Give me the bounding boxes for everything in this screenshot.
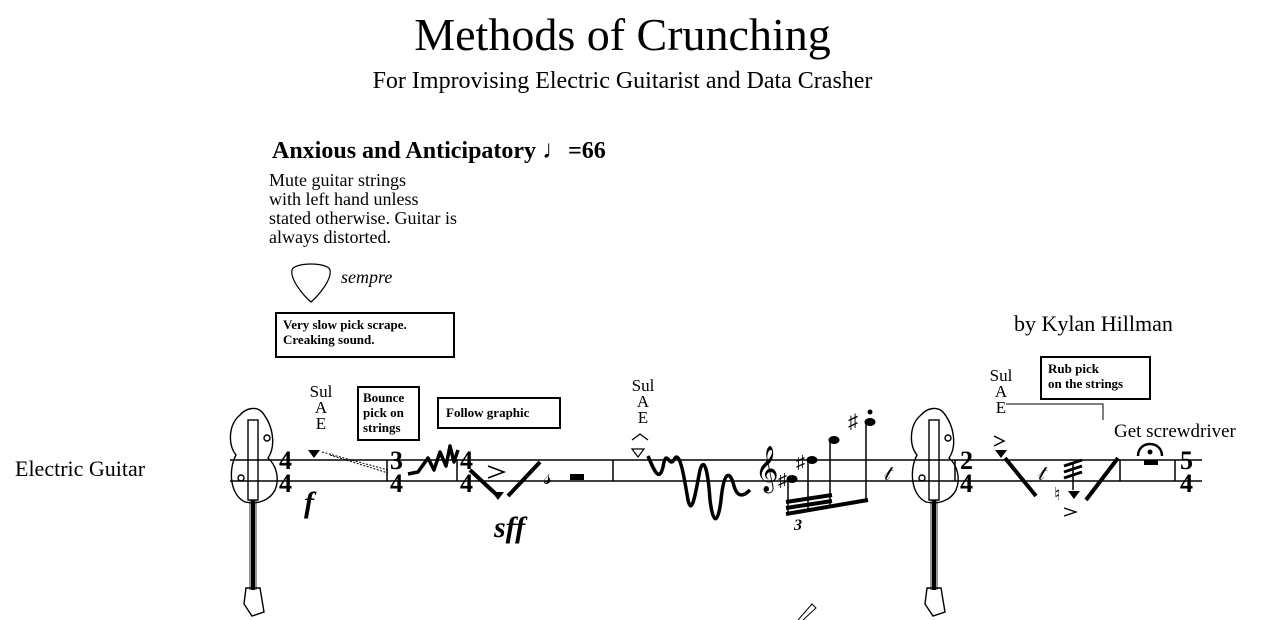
tempo-value: =66: [568, 138, 606, 164]
time-sig-denominator: 4: [1180, 469, 1193, 498]
slash-stroke: [1084, 456, 1120, 502]
natural-sign: ♮: [1054, 484, 1060, 505]
treble-clef-icon: 𝄞: [755, 446, 779, 494]
fermata-dot: [1147, 449, 1153, 455]
svg-text:♯: ♯: [778, 470, 787, 490]
svg-text:♯: ♯: [796, 452, 805, 472]
sul-word: Sul: [309, 382, 333, 401]
notes-line: with left hand unless: [269, 189, 419, 209]
accent-mark: [487, 465, 507, 479]
follow-graphic-box: Follow graphic: [437, 397, 561, 429]
time-sig-denominator: 4: [960, 469, 973, 498]
box-line: Follow graphic: [446, 405, 530, 420]
bracket-line: [1006, 403, 1104, 420]
screwdriver-instruction: Get screwdriver: [1114, 421, 1236, 442]
time-sig-numerator: 3: [390, 446, 403, 475]
eighth-rest-icon: 𝓉: [884, 461, 894, 485]
half-rest-icon: [570, 474, 584, 480]
slash-stroke: [506, 460, 542, 498]
sul-e: E: [637, 408, 649, 427]
sul-a: A: [636, 392, 650, 411]
composer-credit: by Kylan Hillman: [1014, 311, 1173, 336]
bounce-zigzag-graphic: [407, 444, 460, 476]
sixteenth-notes: ♯ ♯ ♯: [778, 409, 876, 516]
svg-text:♯: ♯: [848, 411, 858, 433]
time-sig-denominator: 4: [460, 469, 473, 498]
time-sig-denominator: 4: [279, 469, 292, 498]
performance-notes: Mute guitar strings with left hand unles…: [269, 171, 519, 247]
fermata-icon: [1136, 442, 1164, 457]
triangle-notehead: [492, 492, 504, 500]
time-sig-denominator: 4: [390, 469, 403, 498]
score-subtitle: For Improvising Electric Guitarist and D…: [372, 68, 873, 94]
slash-stroke: [468, 468, 500, 498]
accent-mark: [993, 435, 1006, 447]
bounce-instruction-box: Bounce pick on strings: [357, 386, 420, 441]
sul-ae-marking-3: Sul A E: [986, 366, 1016, 417]
sul-a: A: [994, 382, 1008, 401]
box-line: on the strings: [1048, 376, 1124, 391]
whole-rest-icon: [1144, 460, 1158, 465]
time-sig-numerator: 4: [460, 446, 473, 475]
eighth-rest-icon: 𝓉: [1038, 461, 1048, 485]
box-line: Bounce: [363, 390, 405, 405]
screwdriver-icon: [797, 603, 817, 620]
sul-e: E: [995, 398, 1007, 417]
sul-word: Sul: [989, 366, 1013, 385]
sul-a: A: [314, 398, 328, 417]
scrape-instruction-box: Very slow pick scrape. Creaking sound.: [275, 312, 455, 358]
box-line: Very slow pick scrape.: [283, 317, 407, 332]
slash-stroke: [1003, 456, 1038, 498]
box-line: Creaking sound.: [283, 332, 375, 347]
sul-ae-marking-2: Sul A E: [628, 376, 658, 427]
crunch-wave-graphic: [646, 455, 752, 521]
sul-ae-marking-1: Sul A E: [306, 382, 336, 433]
accent-mark: [1063, 507, 1079, 517]
box-line: pick on: [363, 405, 404, 420]
triangle-notehead: [995, 450, 1007, 458]
tempo-marking: Anxious and Anticipatory ♩=66: [272, 135, 606, 165]
box-line: Rub pick: [1048, 361, 1099, 376]
time-sig-numerator: 5: [1180, 446, 1193, 475]
quarter-rest-icon: 𝓈: [544, 465, 552, 490]
notes-line: always distorted.: [269, 227, 391, 247]
time-sig-numerator: 4: [279, 446, 292, 475]
box-line: strings: [363, 420, 401, 435]
notes-line: stated otherwise. Guitar is: [269, 208, 457, 228]
time-sig-numerator: 2: [960, 446, 973, 475]
scrape-tremolo-line: [321, 451, 389, 471]
tuplet-number: 3: [793, 517, 802, 534]
scrape-tremolo-line: [329, 454, 389, 474]
electric-guitar-icon: [229, 407, 278, 617]
triangle-notehead: [308, 450, 320, 458]
notes-line: Mute guitar strings: [269, 170, 406, 190]
electric-guitar-icon: [910, 407, 959, 617]
sul-e: E: [315, 414, 327, 433]
guitar-pick-icon: [291, 263, 331, 303]
instrument-name: Electric Guitar: [15, 456, 146, 481]
accent-mark: [631, 433, 649, 441]
rub-pick-box: Rub pick on the strings: [1040, 356, 1151, 400]
quarter-note-icon: ♩: [542, 135, 569, 164]
tremolo-strokes: [1063, 458, 1083, 490]
triangle-notehead: [1068, 491, 1080, 499]
dynamic-forte: f: [304, 486, 317, 519]
sul-word: Sul: [631, 376, 655, 395]
tempo-text: Anxious and Anticipatory: [272, 138, 537, 164]
triangle-notehead: [630, 448, 646, 458]
sempre-marking: sempre: [341, 267, 393, 287]
dynamic-sforzando: sff: [493, 511, 528, 544]
score-title: Methods of Crunching: [414, 9, 831, 60]
